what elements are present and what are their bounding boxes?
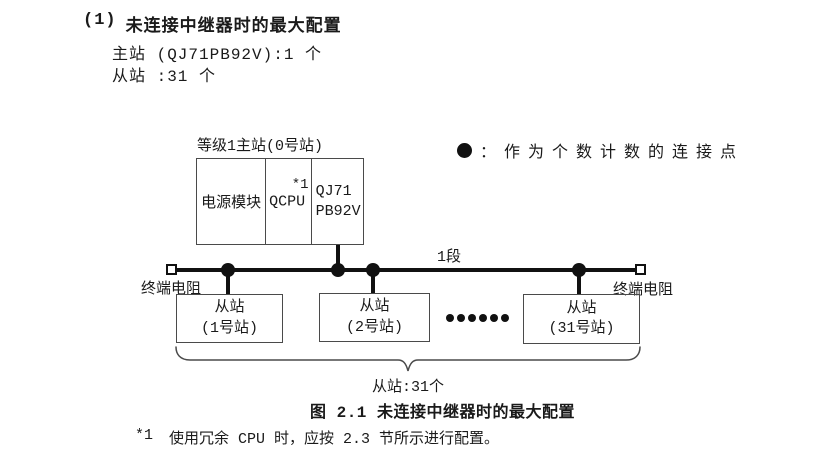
brace-label: 从站:31个 [371, 379, 445, 396]
slave1-line1: 从站 [214, 299, 245, 317]
cpu-cell: *1 QCPU [266, 159, 312, 244]
ellipsis-dots [446, 314, 509, 322]
ellipsis-dot [490, 314, 498, 322]
slave2-line1: 从站 [359, 298, 390, 316]
slave1-drop-line [226, 270, 230, 295]
legend: ： 作为个数计数的连接点 [457, 138, 744, 162]
terminating-resistor-left-label: 终端电阻 [141, 281, 202, 298]
master-count-line: 主站 (QJ71PB92V):1 个 [112, 46, 323, 64]
bus-line [177, 268, 635, 272]
slave2-drop-line [371, 270, 375, 294]
slave-count-line: 从站 :31 个 [112, 68, 217, 86]
section-heading: (1) 未连接中继器时的最大配置 [83, 11, 342, 37]
ellipsis-dot [446, 314, 454, 322]
footnote-text: 使用冗余 CPU 时，应按 2.3 节所示进行配置。 [169, 431, 500, 448]
connection-point-icon [457, 142, 472, 158]
legend-separator: ： [480, 144, 497, 162]
slave-station-box-1: 从站 (1号站) [176, 294, 283, 343]
segment-label: 1段 [437, 249, 462, 266]
ellipsis-dot [501, 314, 509, 322]
slave3-drop-line [577, 270, 581, 295]
section-number: (1) [83, 11, 117, 30]
connection-point-dot [331, 263, 345, 277]
brace-shape [175, 346, 641, 372]
connection-point-dot [572, 263, 586, 277]
network-module-line2: PB92V [315, 202, 361, 220]
terminating-resistor-left-icon [166, 264, 177, 275]
slave1-line2: (1号站) [200, 319, 258, 337]
master-station-box: 电源模块 *1 QCPU QJ71 PB92V [196, 158, 364, 245]
figure-caption: 图 2.1 未连接中继器时的最大配置 [310, 404, 576, 422]
legend-text: 作为个数计数的连接点 [504, 144, 745, 162]
slave31-line1: 从站 [566, 299, 597, 317]
slave2-line2: (2号站) [345, 318, 403, 336]
ellipsis-dot [468, 314, 476, 322]
cpu-footnote-marker: *1 [291, 177, 309, 193]
ellipsis-dot [479, 314, 487, 322]
network-module-cell: QJ71 PB92V [312, 159, 363, 244]
master-drop-line [336, 245, 340, 270]
footnote: *1 使用冗余 CPU 时，应按 2.3 节所示进行配置。 [135, 427, 499, 448]
power-module-cell: 电源模块 [197, 159, 267, 244]
terminating-resistor-right-icon [635, 264, 646, 275]
connection-point-dot [366, 263, 380, 277]
slave-station-box-2: 从站 (2号站) [319, 293, 430, 342]
ellipsis-dot [457, 314, 465, 322]
section-title: 未连接中继器时的最大配置 [125, 18, 342, 37]
slave-station-box-31: 从站 (31号站) [523, 294, 640, 344]
cpu-label: QCPU [269, 193, 306, 210]
footnote-marker: *1 [135, 427, 154, 444]
network-module-line1: QJ71 [315, 183, 352, 200]
connection-point-dot [221, 263, 235, 277]
master-station-label: 等级1主站(0号站) [197, 138, 324, 155]
slave31-line2: (31号站) [548, 320, 615, 337]
